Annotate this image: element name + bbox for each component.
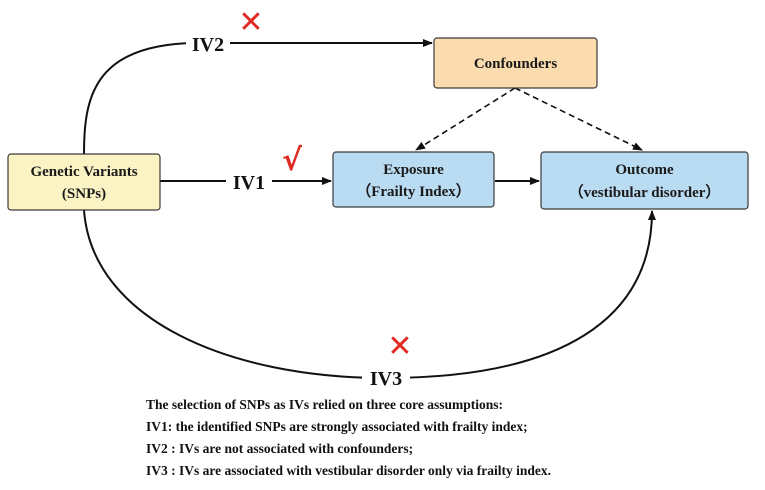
iv3-cross-icon: ✕: [387, 329, 412, 364]
assumptions-notes: The selection of SNPs as IVs relied on t…: [146, 394, 756, 482]
exposure-sublabel: （Frailty Index）: [356, 182, 471, 200]
genetic-variants-node: Genetic Variants (SNPs): [7, 153, 161, 211]
confounders-node: Confounders: [433, 37, 598, 89]
confounders-exposure-arrow: [415, 87, 516, 151]
outcome-label: Outcome: [615, 162, 674, 178]
iv3-path: [83, 209, 656, 380]
confounders-label: Confounders: [474, 56, 558, 72]
outcome-sublabel: （vestibular disorder）: [569, 183, 721, 201]
iv2-label: IV2: [192, 34, 224, 56]
genetic-variants-sublabel: (SNPs): [62, 186, 106, 202]
confounders-outcome-arrow: [514, 87, 643, 151]
exposure-node: Exposure （Frailty Index）: [332, 151, 495, 208]
iv3-label: IV3: [370, 368, 402, 390]
assumptions-intro: The selection of SNPs as IVs relied on t…: [146, 397, 503, 412]
assumption-iv1: IV1: the identified SNPs are strongly as…: [146, 419, 528, 434]
genetic-variants-label: Genetic Variants: [30, 164, 137, 180]
iv1-label: IV1: [233, 172, 265, 194]
iv1-check-icon: √: [282, 143, 303, 178]
exposure-label: Exposure: [383, 162, 444, 178]
outcome-node: Outcome （vestibular disorder）: [540, 151, 749, 210]
assumption-iv3: IV3 : IVs are associated with vestibular…: [146, 463, 552, 478]
iv2-path: [83, 39, 433, 155]
iv2-cross-icon: ✕: [238, 5, 263, 40]
assumption-iv2: IV2 : IVs are not associated with confou…: [146, 441, 414, 456]
